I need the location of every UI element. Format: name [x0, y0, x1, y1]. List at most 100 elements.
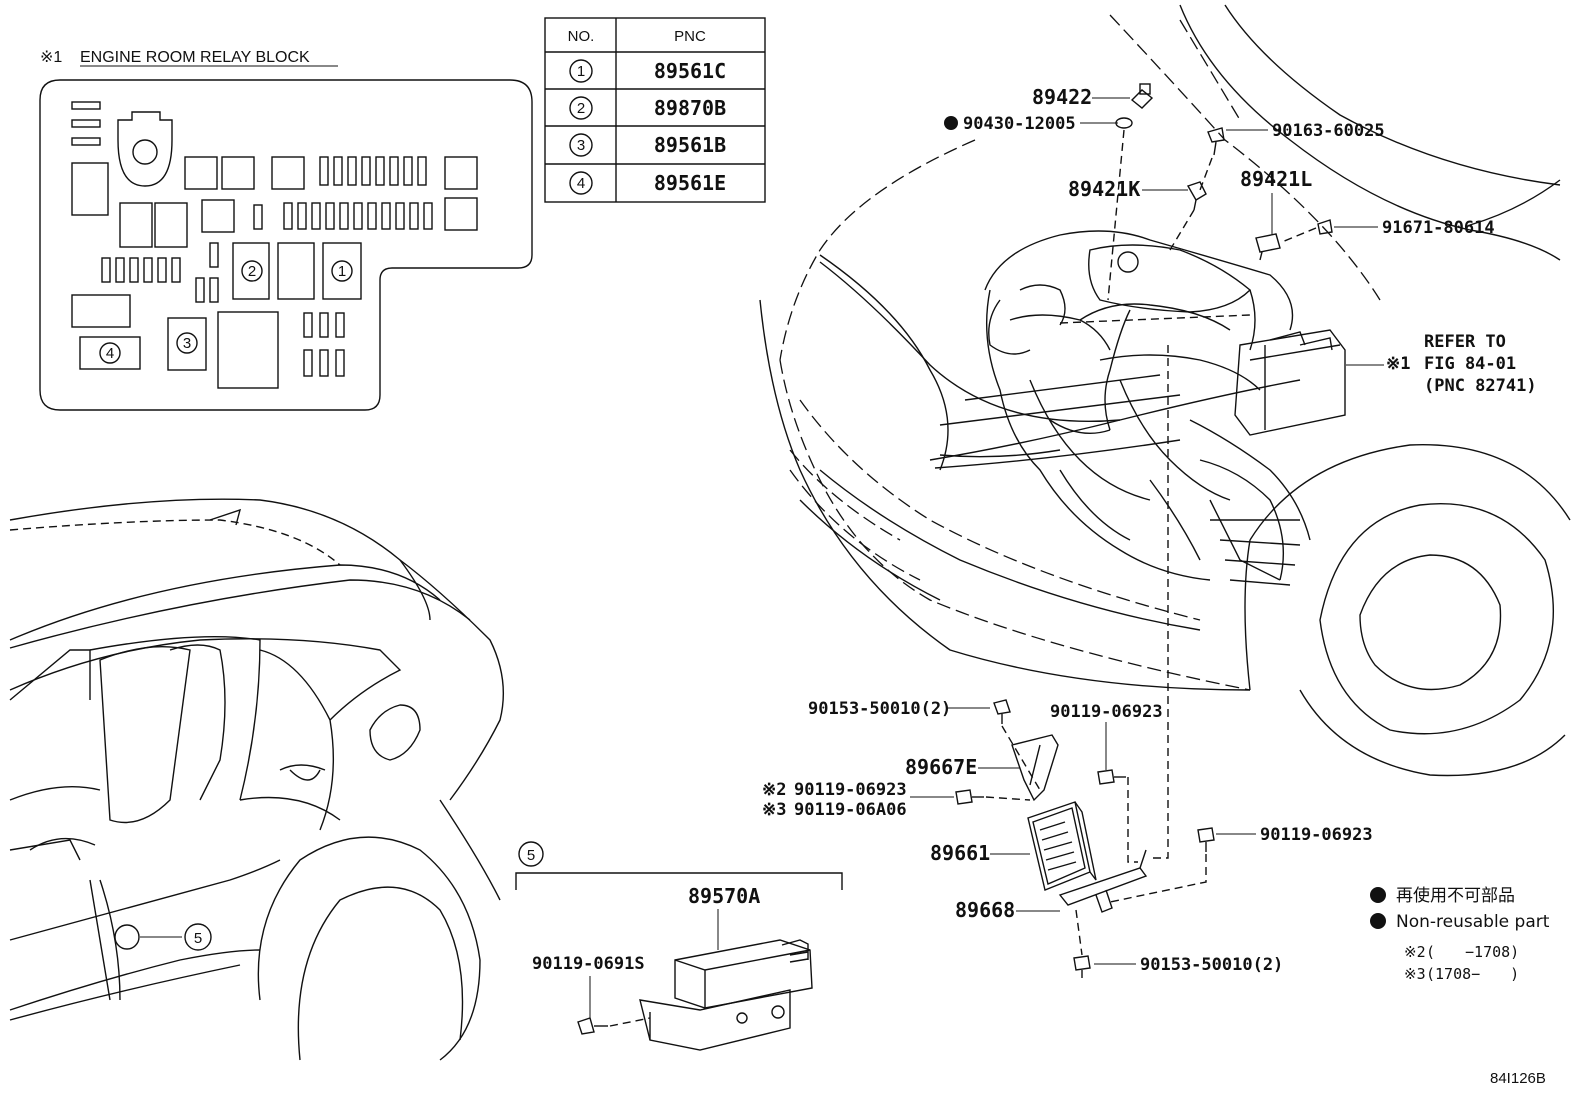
relay-position-1	[322, 242, 362, 300]
relay-box	[119, 202, 153, 248]
refer-line-3: (PNC 82741)	[1424, 376, 1537, 396]
fuse-row-bottom	[303, 312, 345, 377]
legend-en: Non-reusable part	[1396, 912, 1550, 932]
bolt-90153-bottom	[1073, 955, 1091, 978]
vehicle-front-illustration	[759, 4, 1571, 777]
label-89422: 89422	[1032, 85, 1092, 109]
mark-2: ※2	[762, 780, 786, 800]
pnc-row-no: 3	[577, 137, 585, 154]
label-91671-80614: 91671-80614	[1382, 218, 1495, 238]
ecu-ground-line	[1150, 345, 1169, 859]
bolt-90119-0691s	[577, 1017, 608, 1035]
relay-box	[221, 156, 255, 190]
label-89667e: 89667E	[905, 755, 977, 779]
label-90119-06923-mark2: 90119-06923	[794, 780, 907, 800]
relay-callout-3: 3	[176, 332, 198, 354]
relay-box	[444, 156, 478, 190]
pnc-table: NO. PNC 1 89561C 2 89870B 3 89561B 4 895…	[544, 17, 766, 203]
relay-slot	[71, 119, 101, 128]
label-89421l: 89421L	[1240, 167, 1312, 191]
note-2-mark: ※2	[1404, 943, 1426, 961]
bolt-install-line	[985, 796, 1031, 801]
fuse-row-top	[319, 156, 427, 186]
vehicle-rear-illustration	[9, 498, 504, 1061]
relay-box	[71, 294, 131, 328]
relay-position-2	[232, 242, 270, 300]
relay-callout-2: 2	[241, 260, 263, 282]
relay-box	[444, 197, 478, 231]
svg-text:3: 3	[183, 335, 191, 352]
bolt-91671	[1317, 219, 1333, 235]
label-90119-06923-right: 90119-06923	[1260, 825, 1373, 845]
pnc-table-header-no: NO.	[568, 28, 595, 45]
bolt-install-line	[1075, 909, 1083, 956]
pnc-row-no: 4	[577, 175, 585, 192]
label-90119-06923-top: 90119-06923	[1050, 702, 1163, 722]
label-90430-12005: 90430-12005	[963, 114, 1076, 134]
bolt-90119-right	[1197, 827, 1215, 852]
bracket-89667e	[1011, 734, 1059, 802]
bolt-90119-mark	[955, 789, 984, 805]
pnc-table-header-pnc: PNC	[674, 28, 706, 45]
pnc-row-value: 89561E	[654, 171, 726, 195]
refer-mark: ※1	[1386, 354, 1410, 374]
label-89668: 89668	[955, 898, 1015, 922]
relay-box	[154, 202, 188, 248]
relay-block-title: ENGINE ROOM RELAY BLOCK	[80, 49, 310, 66]
non-reusable-marker	[944, 116, 958, 130]
relay-connector	[117, 111, 173, 187]
refer-line-1: REFER TO	[1424, 332, 1506, 352]
relay-box	[271, 156, 305, 190]
relay-callout-4: 4	[99, 342, 121, 364]
bolt-install-line	[1127, 777, 1138, 863]
relay-slot	[209, 242, 219, 268]
legend-dot-jp	[1370, 887, 1386, 903]
gasket-install-line	[1107, 129, 1125, 301]
bolt-90163	[1207, 127, 1225, 156]
sensor-89421l	[1255, 233, 1281, 261]
svg-text:1: 1	[338, 263, 346, 280]
bolt-install-line	[609, 1017, 651, 1027]
sensor-install-line	[1169, 209, 1195, 251]
relay-slot	[253, 204, 263, 230]
fuse-row-mid	[283, 202, 433, 230]
mark-3: ※3	[762, 800, 786, 820]
pnc-row-value: 89561B	[654, 133, 726, 157]
detail-5-marker	[518, 841, 544, 867]
relay-block-outline	[39, 79, 533, 411]
callout-5-location	[114, 924, 140, 950]
relay-slot	[209, 277, 219, 303]
label-90153-50010-top: 90153-50010(2)	[808, 699, 951, 719]
sensor-89421k	[1186, 181, 1207, 211]
svg-text:4: 4	[106, 345, 114, 362]
label-90119-06a06-mark3: 90119-06A06	[794, 800, 907, 820]
bolt-install-line	[1109, 854, 1207, 903]
relay-position-3	[167, 317, 207, 371]
detail-5-bracket	[515, 872, 843, 890]
ecu-89661	[1027, 801, 1097, 891]
refer-line-2: FIG 84-01	[1424, 354, 1516, 374]
note-3-text: (1708− )	[1426, 965, 1519, 983]
pnc-row-no: 1	[577, 63, 585, 80]
relay-slot	[195, 277, 205, 303]
pnc-row-no: 2	[577, 100, 585, 117]
callout-5-number: 5	[194, 930, 202, 947]
engine-dashed-link	[1059, 314, 1251, 324]
relay-slot	[71, 137, 101, 146]
relay-slot	[71, 101, 101, 110]
relay-connector-hole	[132, 139, 158, 165]
label-89421k: 89421K	[1068, 177, 1140, 201]
svg-text:2: 2	[248, 263, 256, 280]
module-89570a	[639, 939, 813, 1051]
bolt-91671-install-line	[1281, 227, 1317, 243]
relay-box	[217, 311, 279, 389]
label-89570a: 89570A	[688, 884, 760, 908]
relay-callout-1: 1	[331, 260, 353, 282]
relay-box	[184, 156, 218, 190]
gasket-90430	[1115, 117, 1133, 129]
pnc-row-value: 89870B	[654, 96, 726, 120]
bracket-89668	[1058, 849, 1148, 913]
label-89661: 89661	[930, 841, 990, 865]
relay-block-mark: ※1	[40, 49, 62, 66]
